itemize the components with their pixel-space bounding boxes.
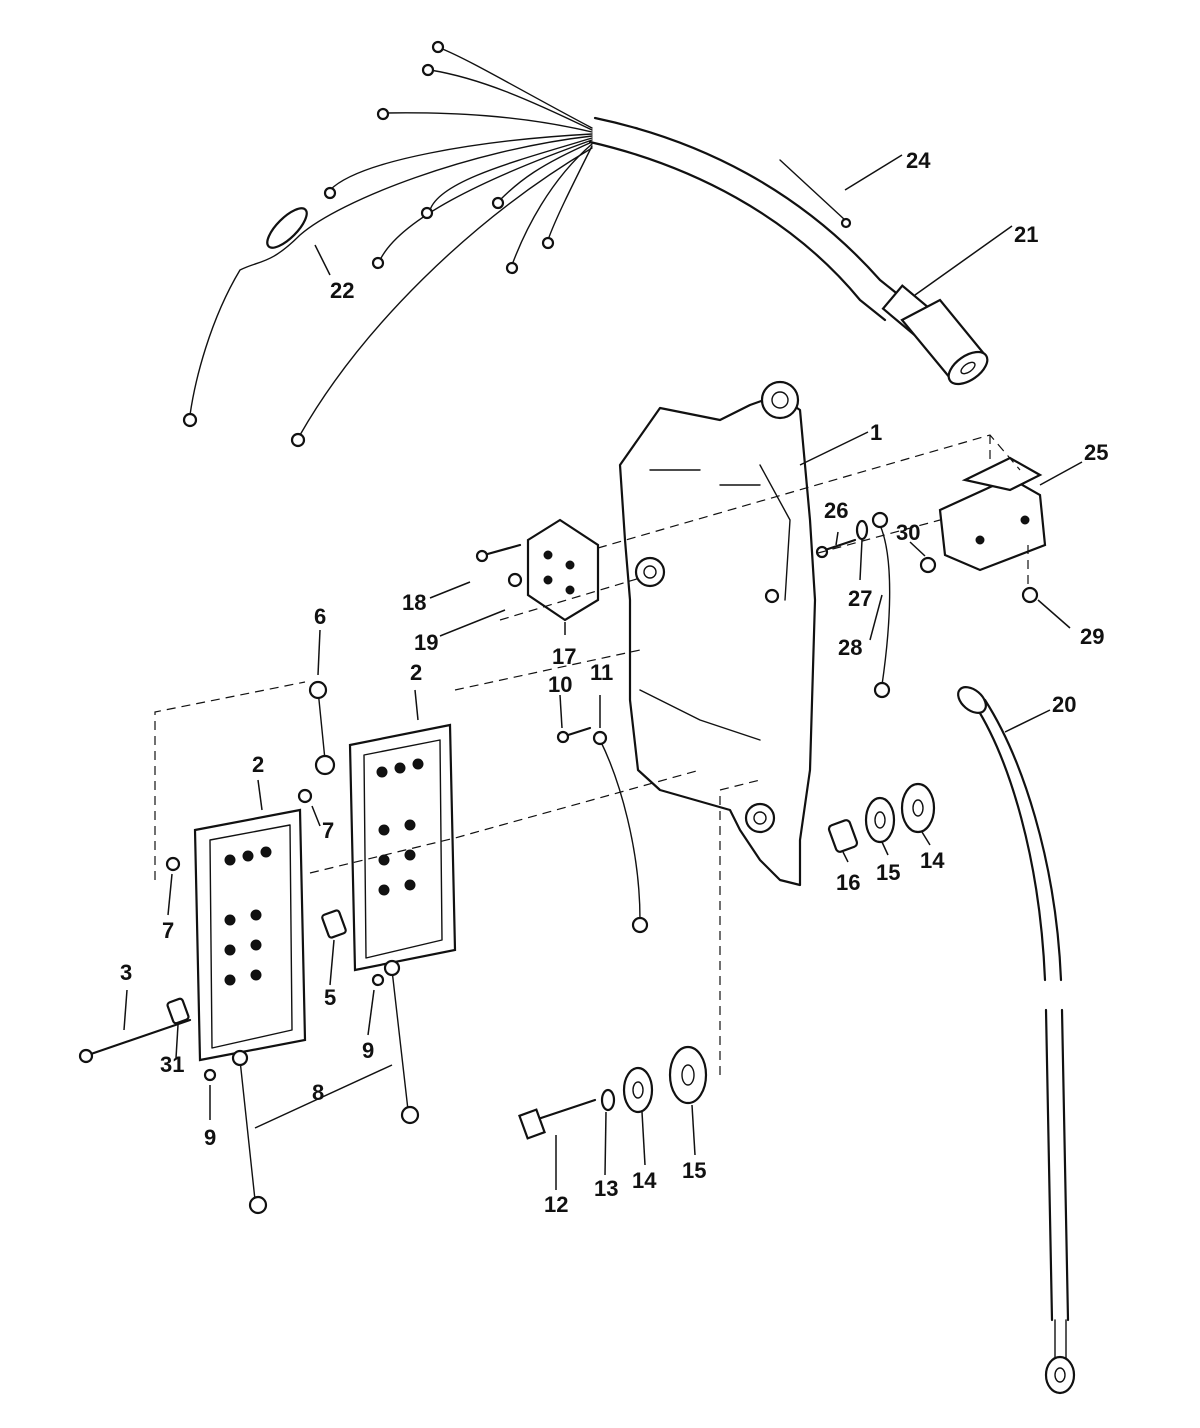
callout-10: 10 [548, 672, 572, 697]
callout-2: 2 [410, 660, 422, 685]
module-right [348, 723, 457, 972]
callout-18: 18 [402, 590, 426, 615]
callout-15: 15 [682, 1158, 706, 1183]
callout-29: 29 [1080, 624, 1104, 649]
callout-16: 16 [836, 870, 860, 895]
callout-9: 9 [362, 1038, 374, 1063]
callout-28: 28 [838, 635, 862, 660]
callout-24: 24 [906, 148, 931, 173]
callout-7: 7 [322, 818, 334, 843]
wiring-harness [182, 40, 989, 448]
alignment-lines [154, 434, 1029, 1075]
module-left [193, 808, 307, 1062]
callout-19: 19 [414, 630, 438, 655]
callout-3: 3 [120, 960, 132, 985]
callout-6: 6 [314, 604, 326, 629]
mounting-bracket [618, 380, 817, 887]
callout-14: 14 [920, 848, 945, 873]
rectifier-module [526, 518, 600, 622]
callout-20: 20 [1052, 692, 1076, 717]
callout-7: 7 [162, 918, 174, 943]
callout-17: 17 [552, 644, 576, 669]
callout-27: 27 [848, 586, 872, 611]
callout-26: 26 [824, 498, 848, 523]
callout-14: 14 [632, 1168, 657, 1193]
callout-1: 1 [870, 420, 882, 445]
callout-8: 8 [312, 1080, 324, 1105]
callout-11: 11 [590, 660, 613, 685]
callout-22: 22 [330, 278, 354, 303]
small-lead-wire [779, 159, 852, 229]
callout-2: 2 [252, 752, 264, 777]
callout-9: 9 [204, 1125, 216, 1150]
callout-30: 30 [896, 520, 920, 545]
leader-lines [123, 154, 1083, 1190]
callout-13: 13 [594, 1176, 618, 1201]
callout-15: 15 [876, 860, 900, 885]
callout-12: 12 [544, 1192, 568, 1217]
callout-31: 31 [160, 1052, 184, 1077]
callout-25: 25 [1084, 440, 1108, 465]
callout-5: 5 [324, 985, 336, 1010]
callout-21: 21 [1014, 222, 1038, 247]
small-hardware [78, 511, 1076, 1395]
switch-box [938, 456, 1047, 572]
callout-numbers: 1 2 2 3 5 6 7 7 8 9 9 10 11 12 13 14 14 … [120, 148, 1108, 1217]
